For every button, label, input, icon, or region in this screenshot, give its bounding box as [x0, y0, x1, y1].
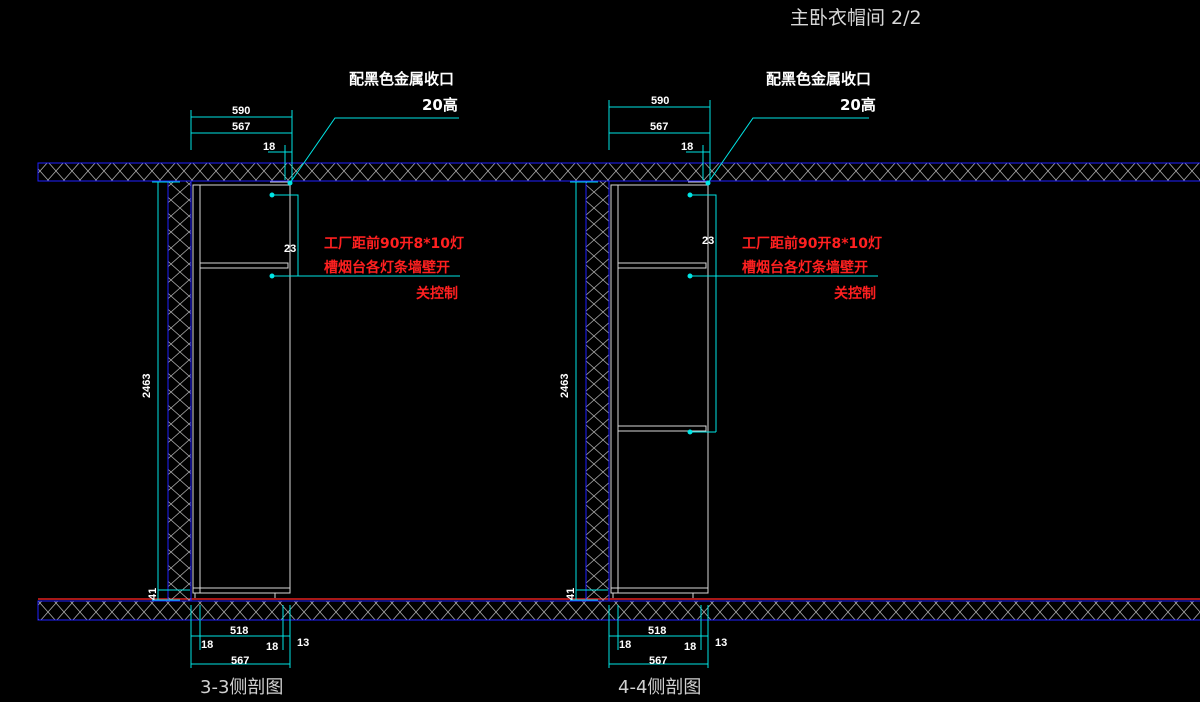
floor-slab — [37, 598, 1200, 621]
cabinet-body — [192, 181, 291, 598]
top-dimensions — [190, 110, 293, 180]
dim-bottom-total: 567 — [649, 655, 667, 667]
light-note-line2: 槽烟台各灯条墙壁开 — [742, 259, 868, 276]
drawing-title: 主卧衣帽间 2/2 — [790, 7, 922, 29]
trim-note-line2: 20高 — [840, 96, 876, 114]
dim-bottom-edge: 13 — [297, 637, 309, 649]
light-note-line1: 工厂距前90开8*10灯 — [324, 235, 464, 252]
height-dimension — [570, 181, 608, 601]
back-wall — [585, 180, 610, 602]
trim-leader — [287, 117, 459, 186]
light-note-line1: 工厂距前90开8*10灯 — [742, 235, 882, 252]
dim-bottom-inner: 518 — [648, 625, 666, 637]
dim-top-outer: 590 — [232, 105, 250, 117]
dim-bottom-total: 567 — [231, 655, 249, 667]
dim-top-gap: 18 — [681, 141, 693, 153]
trim-note-line1: 配黑色金属收口 — [766, 70, 871, 88]
cabinet-body — [610, 181, 709, 598]
ceiling-slab — [37, 162, 1200, 182]
bottom-dimensions — [190, 605, 291, 668]
light-leader — [687, 192, 878, 435]
trim-note-line2: 20高 — [422, 96, 458, 114]
dim-top-inner: 567 — [232, 121, 250, 133]
dim-base: 41 — [565, 588, 577, 600]
section-title: 3-3侧剖图 — [200, 677, 283, 698]
dim-bottom-left: 18 — [201, 639, 213, 651]
dim-top-outer: 590 — [651, 95, 669, 107]
dim-bottom-left: 18 — [619, 639, 631, 651]
section-3-3: 590 567 18 配黑色金属收口 20高 23 工厂距前90开8*10灯 槽… — [141, 70, 464, 698]
dim-bottom-right: 18 — [266, 641, 278, 653]
trim-note-line1: 配黑色金属收口 — [349, 70, 454, 88]
dim-height: 2463 — [141, 374, 153, 398]
dim-bottom-inner: 518 — [230, 625, 248, 637]
dim-rail: 23 — [284, 243, 296, 255]
light-leader — [269, 192, 460, 279]
light-note-line3: 关控制 — [834, 285, 876, 302]
back-wall — [167, 180, 192, 602]
section-title: 4-4侧剖图 — [618, 677, 701, 698]
dim-bottom-edge: 13 — [715, 637, 727, 649]
light-note-line3: 关控制 — [416, 285, 458, 302]
dim-top-gap: 18 — [263, 141, 275, 153]
bottom-dimensions — [608, 605, 709, 668]
light-note-line2: 槽烟台各灯条墙壁开 — [324, 259, 450, 276]
dim-bottom-right: 18 — [684, 641, 696, 653]
top-dimensions — [608, 100, 711, 180]
trim-leader — [705, 117, 869, 186]
dim-rail: 23 — [702, 235, 714, 247]
dim-height: 2463 — [559, 374, 571, 398]
height-dimension — [152, 181, 190, 601]
section-4-4: 590 567 18 配黑色金属收口 20高 23 工厂距前90开8*10灯 槽… — [559, 70, 882, 698]
dim-base: 41 — [147, 588, 159, 600]
dim-top-inner: 567 — [650, 121, 668, 133]
